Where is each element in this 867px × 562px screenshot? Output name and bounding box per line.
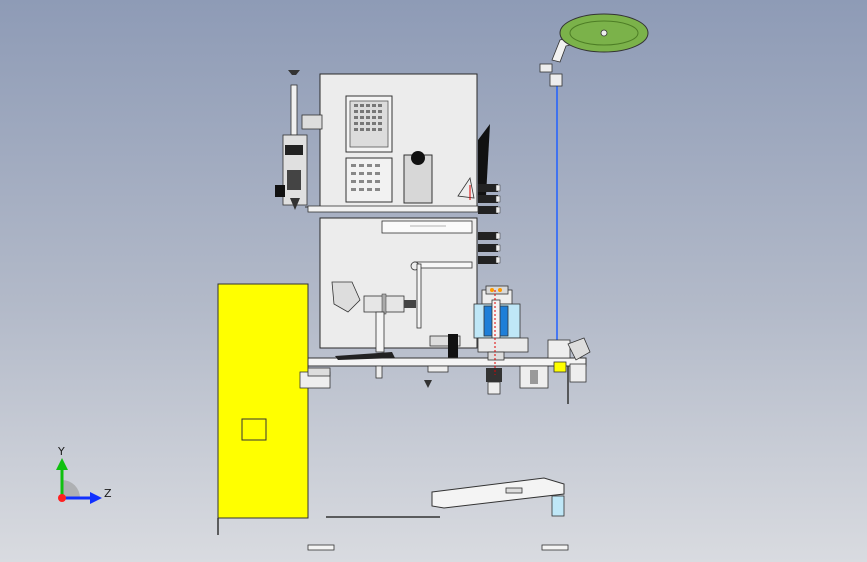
triad-plane-icon <box>62 480 80 498</box>
lower-mechanism-box[interactable] <box>319 217 478 358</box>
orientation-triad: Y Z <box>56 445 112 504</box>
x-axis-origin-icon <box>58 494 66 502</box>
center-head-unit[interactable] <box>473 285 529 395</box>
work-table[interactable] <box>299 352 587 404</box>
z-axis-head-icon <box>90 492 102 504</box>
y-axis-head-icon <box>56 458 68 470</box>
divider-beam[interactable] <box>307 205 479 213</box>
panel-lower-grid <box>351 164 380 191</box>
yellow-cabinet[interactable] <box>217 283 309 535</box>
left-arm-assembly[interactable] <box>275 70 323 210</box>
foot-pedal[interactable] <box>307 477 569 551</box>
lamp-post-assembly[interactable] <box>539 13 649 373</box>
y-axis-label: Y <box>57 445 65 458</box>
upper-fittings <box>478 124 501 214</box>
knob-icon <box>411 151 425 165</box>
lower-fittings <box>478 232 501 264</box>
panel-buttons <box>354 104 382 131</box>
upper-panel-box[interactable] <box>319 73 478 208</box>
z-axis-label: Z <box>104 487 112 500</box>
